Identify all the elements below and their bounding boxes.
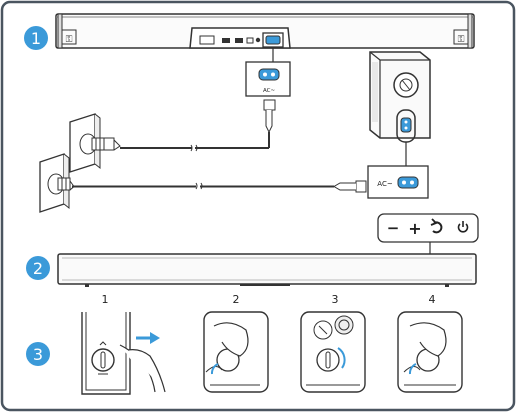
step-1-badge: 1 <box>24 26 48 50</box>
subwoofer-ac-port: AC~ <box>367 165 429 199</box>
svg-text:⚿: ⚿ <box>458 35 465 45</box>
battery-panel-3 <box>300 311 366 393</box>
power-icon <box>457 221 469 233</box>
soundbar-front <box>57 253 477 287</box>
step-3-number: 3 <box>33 345 43 364</box>
source-icon <box>430 218 443 234</box>
step-1-number: 1 <box>31 29 41 48</box>
soundbar-control-panel: − + <box>377 213 479 243</box>
svg-text:⚿: ⚿ <box>66 35 73 45</box>
subwoofer-power-plug <box>200 180 367 193</box>
battery-step-label-2: 2 <box>233 293 240 306</box>
soundbar-port-label: AC~ <box>263 88 276 94</box>
wall-outlet-2 <box>39 153 75 213</box>
soundbar-ac-port: AC~ <box>245 61 291 97</box>
soundbar-power-plug <box>263 99 276 148</box>
battery-panel-2 <box>203 311 269 393</box>
subwoofer <box>369 51 431 143</box>
battery-step-label-4: 4 <box>429 293 436 306</box>
step-3-badge: 3 <box>26 342 50 366</box>
step-2-badge: 2 <box>26 256 50 280</box>
volume-down-key: − <box>387 219 400 237</box>
battery-panel-4 <box>397 311 463 393</box>
subwoofer-port-label: AC~ <box>377 180 393 188</box>
soundbar-rear: ⚿ ⚿ <box>55 13 475 49</box>
battery-step-label-3: 3 <box>332 293 339 306</box>
wall-outlet-1 <box>69 113 121 173</box>
battery-step-label-1: 1 <box>102 293 109 306</box>
cable-break-mark-2 <box>195 182 203 190</box>
battery-panel-1 <box>81 312 166 395</box>
volume-up-key: + <box>408 219 421 238</box>
step-2-number: 2 <box>33 259 43 278</box>
